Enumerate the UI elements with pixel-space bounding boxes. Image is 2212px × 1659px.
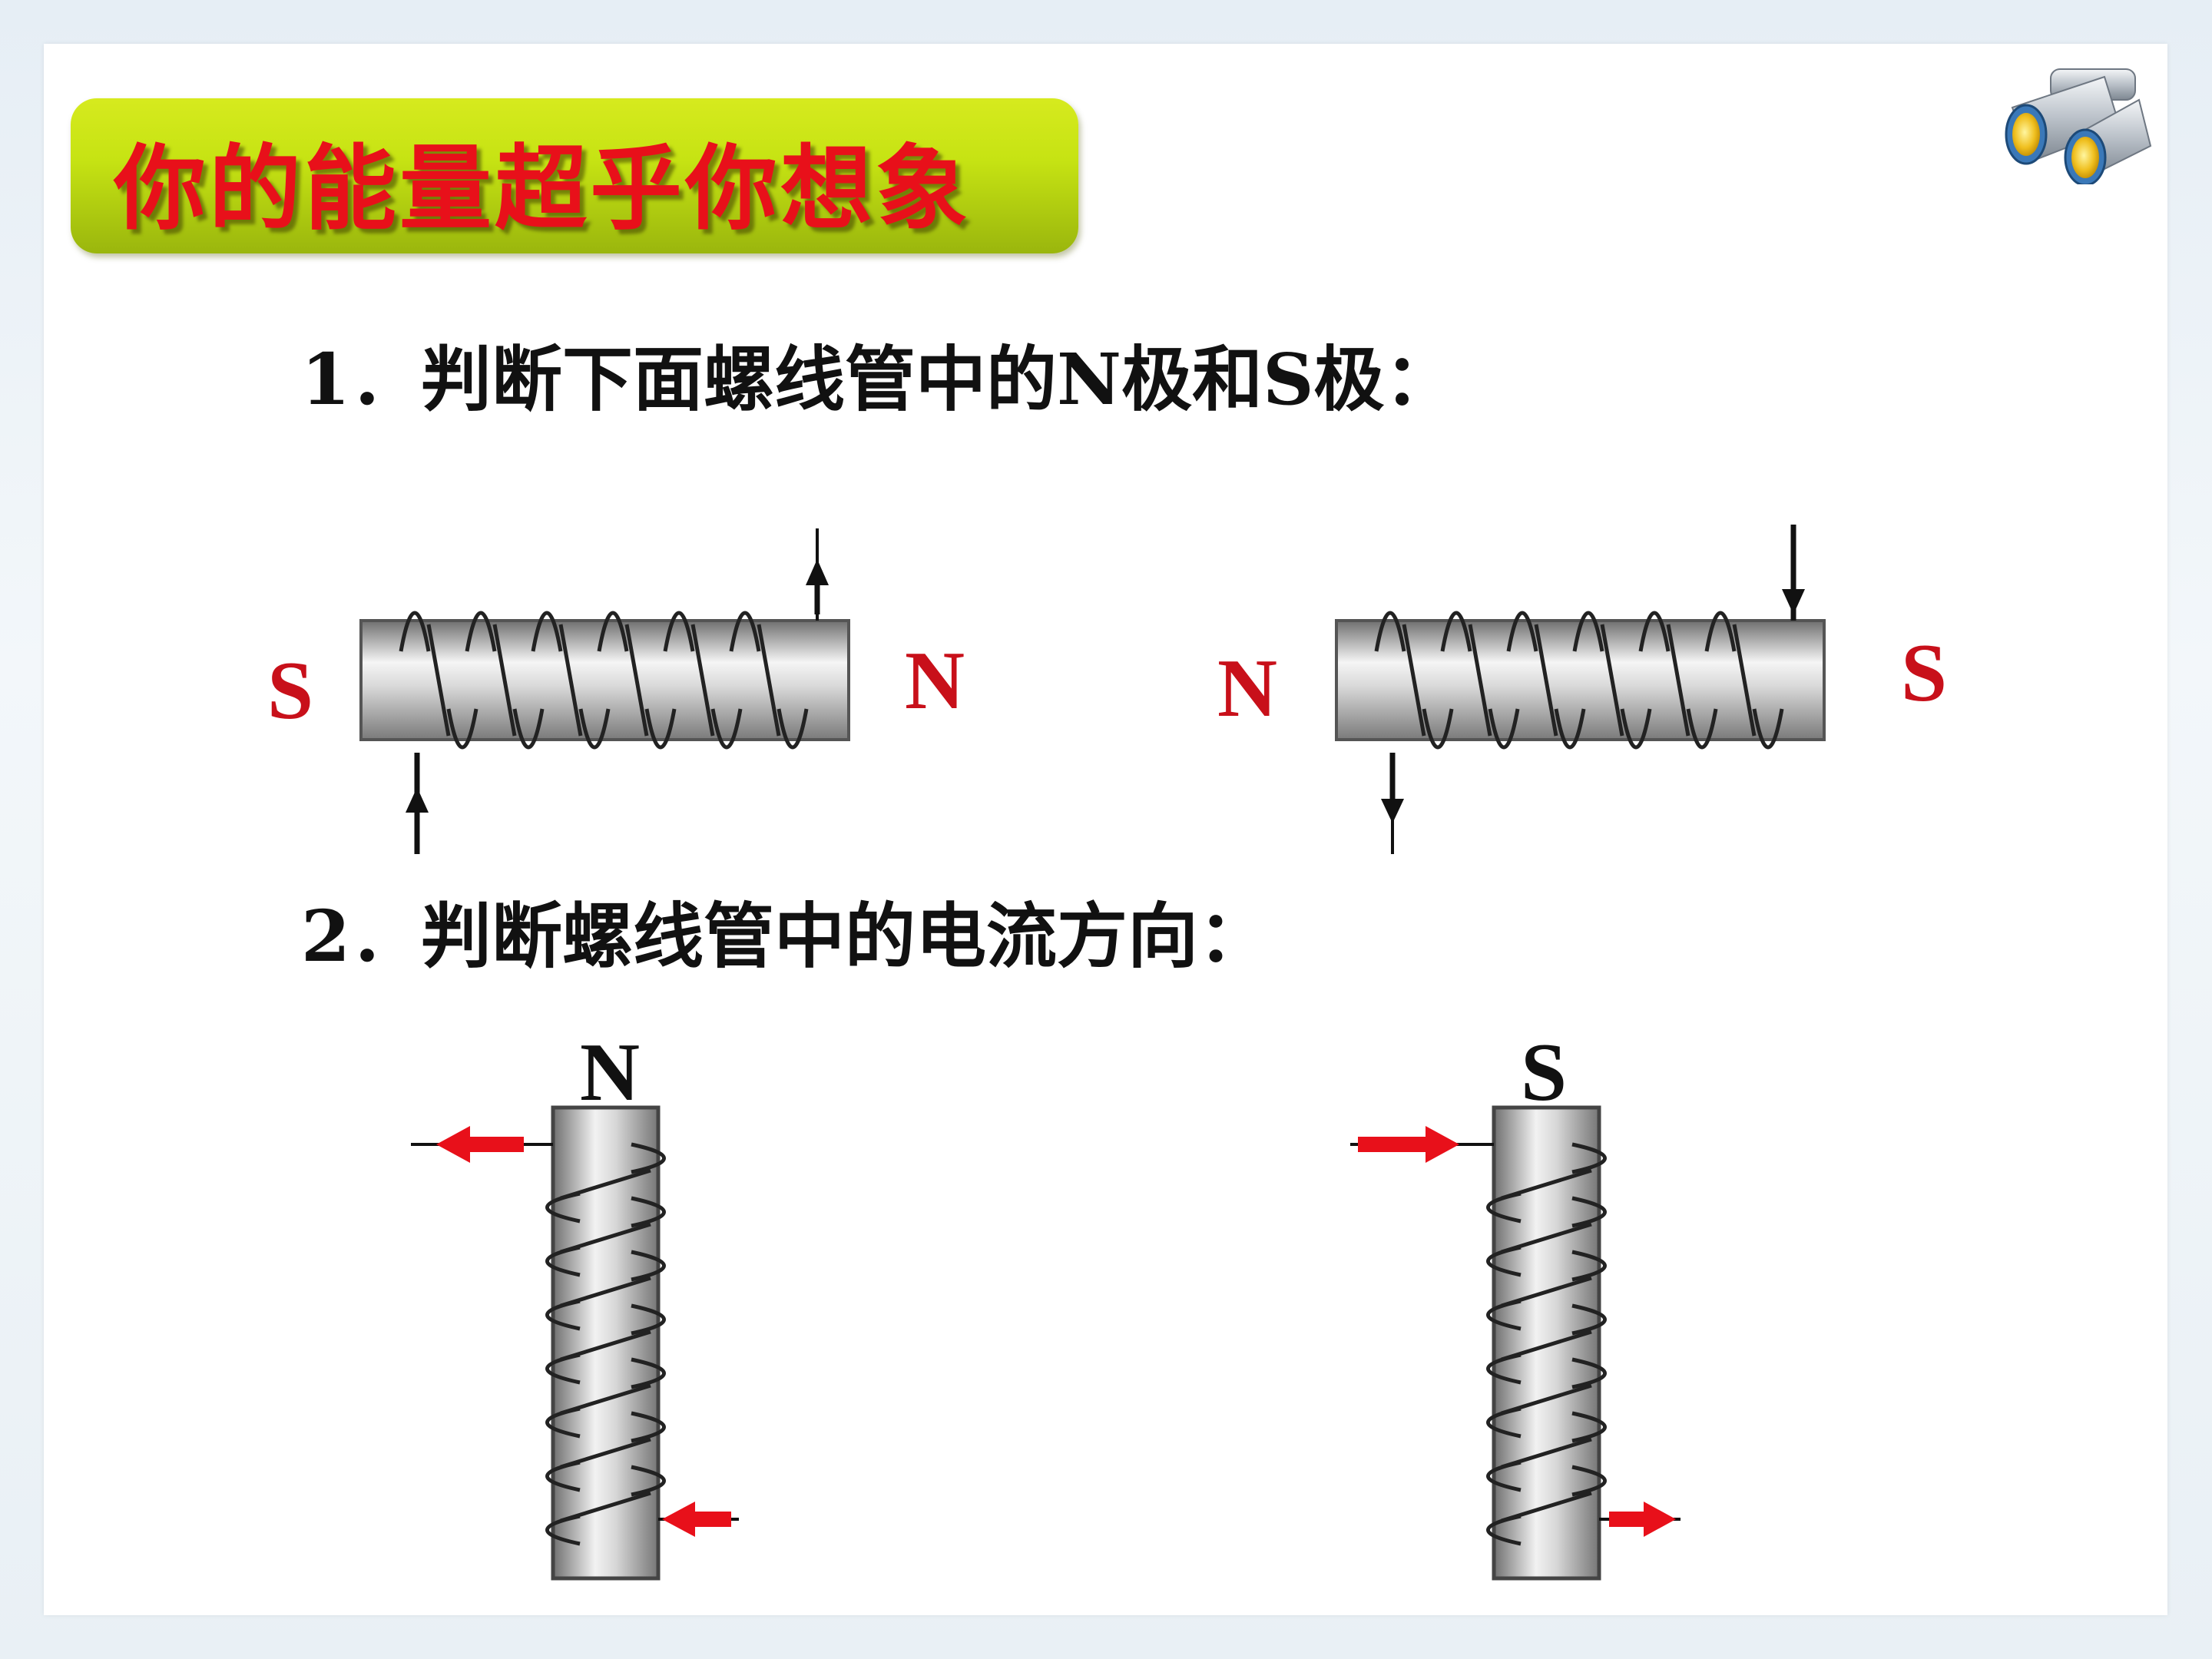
coil-turn-top (729, 611, 761, 652)
coil-turn-left (1486, 1299, 1522, 1331)
coil-turn-right (1571, 1411, 1607, 1443)
coil-turn-right (631, 1250, 666, 1282)
slide-canvas (44, 44, 2167, 1615)
coil-turn-left (1486, 1353, 1522, 1385)
current-arrow-q2-left-top (436, 1126, 524, 1163)
pole-label-q1-left-s: S (267, 645, 313, 737)
coil-turn-right (631, 1411, 666, 1443)
coil-turn-right (631, 1196, 666, 1228)
coil-turn-right (631, 1465, 666, 1497)
coil-turn-right (1571, 1142, 1607, 1174)
coil-turn-bottom (777, 708, 809, 750)
coil-turn-front (1468, 624, 1492, 737)
coil-turn-right (1571, 1196, 1607, 1228)
coil-turn-right (1571, 1250, 1607, 1282)
coil-turn-top (399, 611, 431, 652)
coil-turn-top (597, 611, 629, 652)
coil-turn-bottom (578, 708, 611, 750)
pole-label-q2-left-n: N (580, 1027, 640, 1118)
solenoid-q2-right (1350, 1105, 1681, 1581)
coil-turn-right (1571, 1465, 1607, 1497)
coil-turn-bottom (710, 708, 743, 750)
current-arrow-q2-left-bottom (662, 1502, 731, 1537)
coil-turn-top (1638, 611, 1671, 652)
coil-turn-left (1486, 1406, 1522, 1439)
coil-turn-right (1571, 1357, 1607, 1389)
coil-turn-left (1486, 1191, 1522, 1224)
coil-turn-front (757, 624, 781, 737)
coil-turn-bottom (512, 708, 545, 750)
coil-turn-left (1486, 1514, 1522, 1546)
coil-turn-left (545, 1514, 581, 1546)
coil-turn-top (465, 611, 497, 652)
coil-turn-left (545, 1353, 581, 1385)
coil-turn-bottom (1488, 708, 1520, 750)
current-arrow-q2-right-bottom (1609, 1502, 1676, 1537)
coil-turn-bottom (644, 708, 677, 750)
coil-turn-top (1704, 611, 1737, 652)
pole-label-q2-right-s: S (1521, 1027, 1567, 1118)
coil-turn-right (1571, 1303, 1607, 1336)
coil-turn-left (545, 1299, 581, 1331)
coil-turn-front (690, 624, 715, 737)
question-1: 1．判断下面螺线管中的N极和S极： (301, 338, 1455, 421)
coil-turn-top (663, 611, 695, 652)
coil-turn-left (545, 1460, 581, 1492)
coil-turn-front (492, 624, 517, 737)
coil-turn-top (1440, 611, 1472, 652)
coil-turn-right (631, 1142, 666, 1174)
pole-label-q1-left-n: N (905, 635, 965, 727)
coil-turn-front (1534, 624, 1558, 737)
coil-turn-front (1600, 624, 1624, 737)
coil-turn-bottom (1752, 708, 1784, 750)
coil-turn-bottom (1422, 708, 1454, 750)
coil-turn-front (624, 624, 649, 737)
solenoid-q1-right (1335, 525, 1826, 854)
question-2: 2．判断螺线管中的电流方向： (301, 895, 1270, 978)
current-arrow-q2-right-top (1358, 1126, 1459, 1163)
title-banner: 你的能量超乎你想象 (71, 98, 1078, 253)
coil-turn-top (1374, 611, 1406, 652)
coil-turn-front (1666, 624, 1690, 737)
coil-turn-front (1732, 624, 1757, 737)
coil-turn-left (1486, 1245, 1522, 1277)
coil-turn-bottom (446, 708, 478, 750)
coil-turn-front (1402, 624, 1426, 737)
coil-turn-bottom (1620, 708, 1652, 750)
coil-turn-left (545, 1406, 581, 1439)
coil-turn-left (545, 1191, 581, 1224)
pole-label-q1-right-n: N (1217, 643, 1277, 734)
binoculars-icon (2005, 68, 2152, 184)
pole-label-q1-right-s: S (1901, 628, 1947, 719)
coil-turn-top (531, 611, 563, 652)
solenoid-q2-left (411, 1105, 739, 1581)
coil-turn-right (631, 1357, 666, 1389)
solenoid-q1-left (359, 528, 850, 854)
coil-turn-front (558, 624, 583, 737)
page-title: 你的能量超乎你想象 (114, 136, 971, 243)
coil-turn-front (426, 624, 451, 737)
coil-turn-right (631, 1303, 666, 1336)
coil-turn-top (1506, 611, 1538, 652)
coil-turn-bottom (1686, 708, 1718, 750)
coil-turn-left (1486, 1460, 1522, 1492)
coil-turn-bottom (1554, 708, 1586, 750)
coil-turn-left (545, 1245, 581, 1277)
coil-turn-top (1572, 611, 1604, 652)
